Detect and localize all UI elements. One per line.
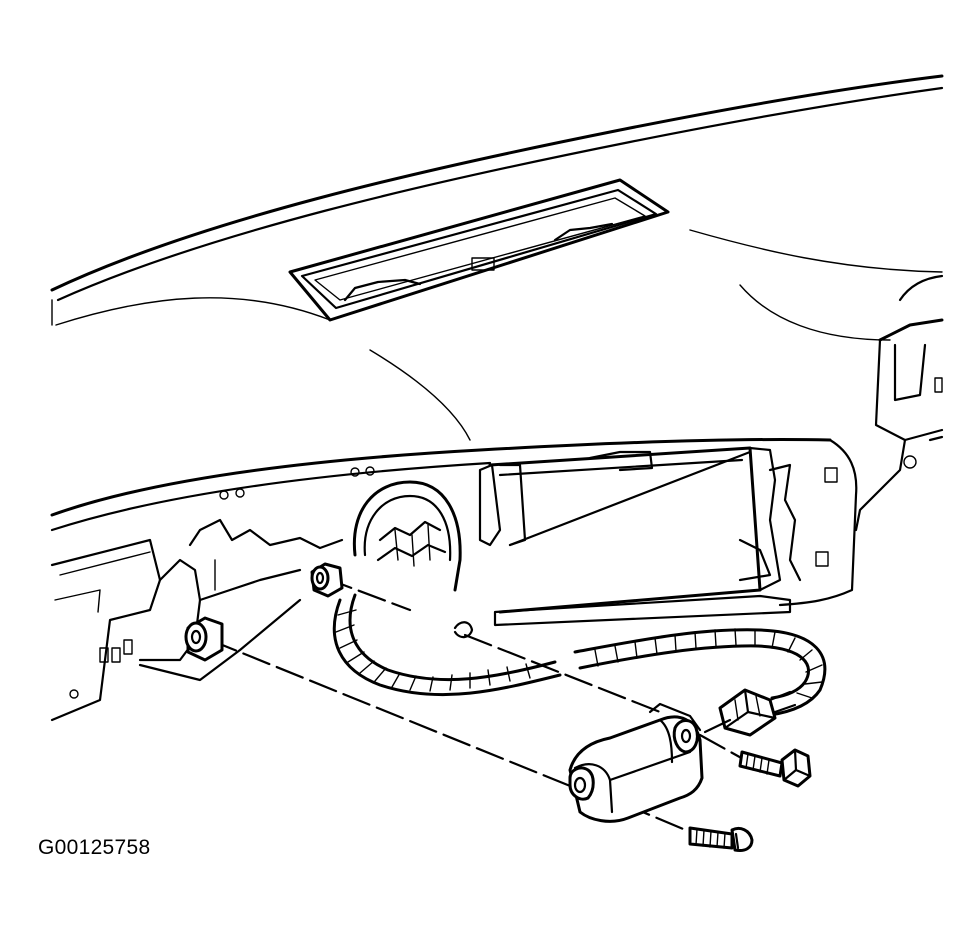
side-vent-panel bbox=[856, 320, 942, 530]
dashboard-top bbox=[52, 76, 942, 440]
defroster-vent-grille bbox=[290, 180, 668, 320]
rubber-grommet-right bbox=[312, 564, 342, 596]
rubber-grommet-left bbox=[186, 618, 222, 660]
figure-id-label: G00125758 bbox=[38, 836, 151, 859]
wiring-opening bbox=[354, 465, 525, 590]
wiring-harness bbox=[334, 595, 825, 715]
mounting-bolt bbox=[740, 750, 810, 786]
dashboard-lower-panel bbox=[52, 439, 856, 720]
electrical-connector bbox=[720, 690, 795, 735]
glove-box-opening bbox=[490, 448, 837, 625]
mounting-screw bbox=[690, 828, 752, 851]
air-bag-sensor-module bbox=[570, 704, 702, 821]
grommet-socket bbox=[455, 622, 472, 637]
